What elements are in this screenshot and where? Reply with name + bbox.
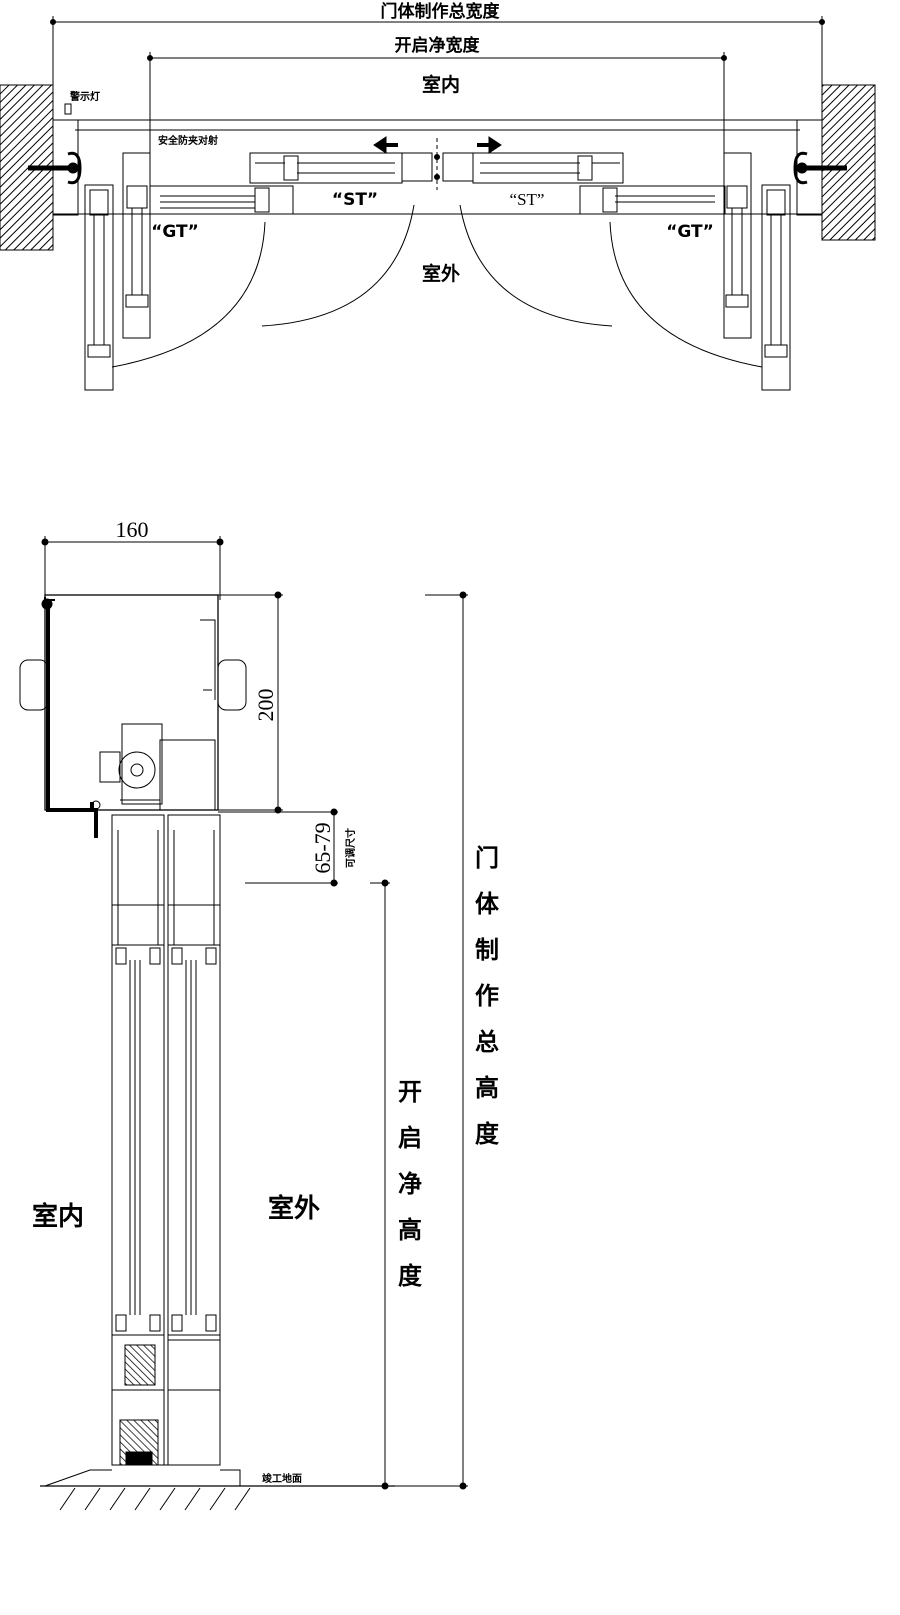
section-indoor-label: 室内 xyxy=(32,1201,84,1232)
width-160-label: 160 xyxy=(116,517,149,542)
clear-height-char-4: 度 xyxy=(398,1262,423,1290)
clear-height-char-3: 高 xyxy=(398,1216,422,1244)
floor-label: 竣工地面 xyxy=(262,1472,302,1485)
clear-height-char-1: 启 xyxy=(398,1124,422,1152)
plan-indoor-label: 室内 xyxy=(422,73,460,96)
clear-height-char-2: 净 xyxy=(398,1170,422,1198)
header-200-label: 200 xyxy=(253,689,278,722)
open-left-arrow-icon xyxy=(373,136,398,154)
adjust-65-79-label: 65-79 xyxy=(310,822,335,873)
ground-hatch xyxy=(59,1487,251,1511)
right-sensor-icon xyxy=(793,151,847,185)
total-height-char-5: 高 xyxy=(475,1074,499,1102)
section-outdoor-label: 室外 xyxy=(268,1193,320,1224)
plan-view: 门体制作总宽度 开启净宽度 室内 警示灯 安全防夹对射 xyxy=(0,1,876,391)
right-wall xyxy=(821,84,876,241)
gt-left-label: “GT” xyxy=(151,222,199,242)
plan-outdoor-label: 室外 xyxy=(422,262,460,285)
warning-light-label: 警示灯 xyxy=(69,90,100,103)
header-200-dimension xyxy=(218,591,283,814)
total-height-dimension xyxy=(395,591,468,1490)
adjust-note-label: 可调尺寸 xyxy=(344,828,357,868)
clear-height-dimension xyxy=(370,879,390,1490)
st-right-label: “ST” xyxy=(510,190,545,209)
header-box xyxy=(44,594,219,811)
st-left-label: “ST” xyxy=(332,190,378,210)
section-view: 160 200 xyxy=(19,517,500,1511)
total-height-char-4: 总 xyxy=(475,1028,499,1056)
total-height-char-1: 体 xyxy=(475,890,500,918)
door-leaves xyxy=(111,814,221,1466)
clear-height-char-0: 开 xyxy=(398,1078,422,1106)
clear-width-label: 开启净宽度 xyxy=(395,35,481,56)
total-height-char-3: 作 xyxy=(475,982,499,1010)
gt-right-label: “GT” xyxy=(666,222,714,242)
open-right-arrow-icon xyxy=(477,136,502,154)
total-height-char-0: 门 xyxy=(475,844,499,872)
total-width-dimension xyxy=(50,16,825,85)
adjust-65-79-dimension xyxy=(218,808,338,887)
total-width-label: 门体制作总宽度 xyxy=(381,1,501,22)
left-sensor-icon xyxy=(28,151,82,185)
total-height-char-6: 度 xyxy=(475,1120,500,1148)
total-height-char-2: 制 xyxy=(475,936,499,964)
safety-beam-label: 安全防夹对射 xyxy=(158,134,218,147)
width-160-dimension xyxy=(41,536,224,600)
